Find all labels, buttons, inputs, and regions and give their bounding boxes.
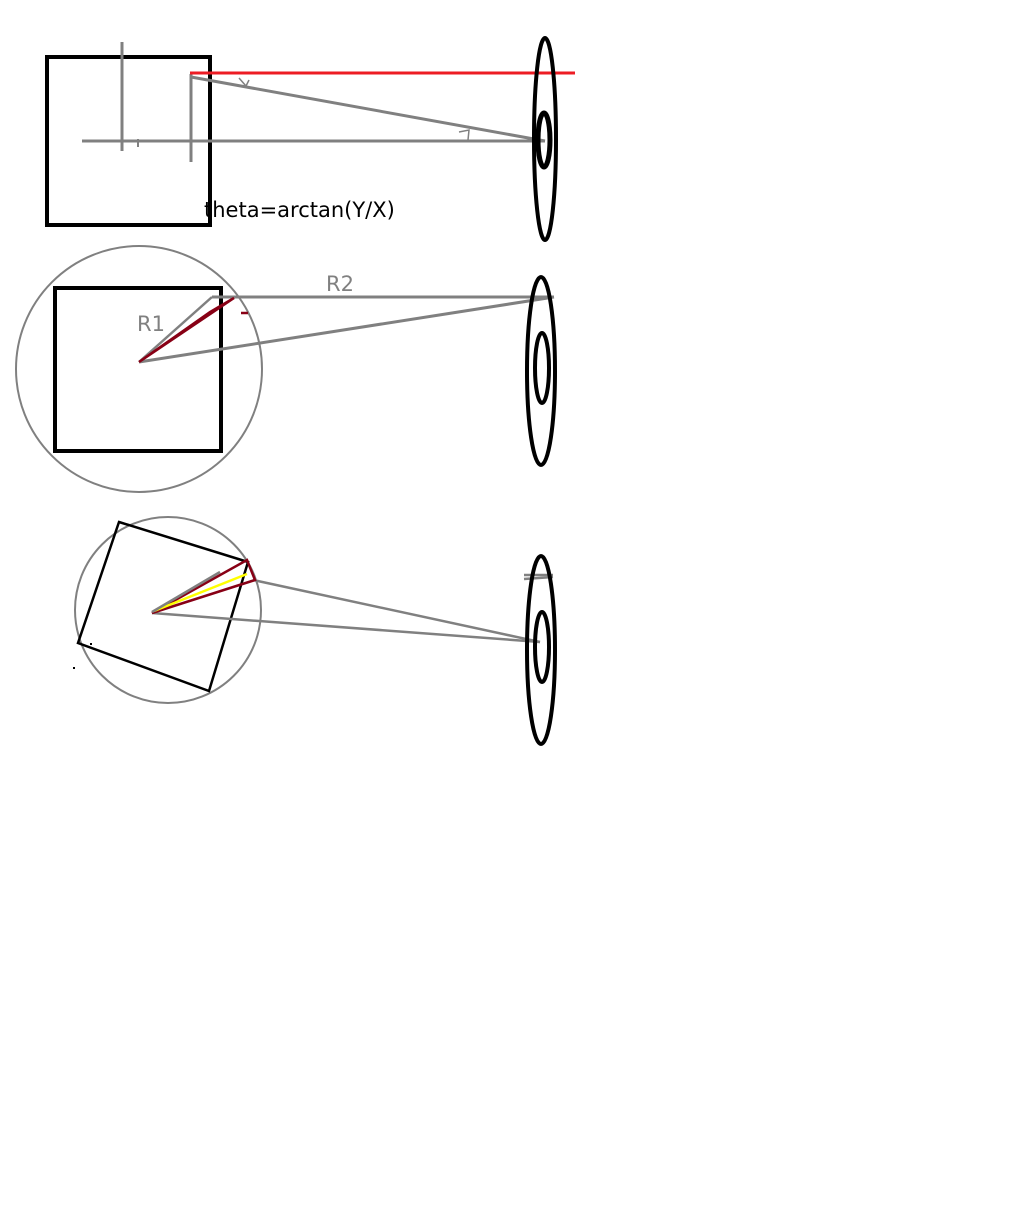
sight-line-1	[190, 75, 546, 143]
panel-2: R1 R2	[15, 245, 557, 493]
dot-mark-3b	[90, 643, 92, 645]
panel-3	[73, 516, 557, 746]
bounding-circle-2	[15, 245, 263, 493]
panel-1: theta=arctan(Y/X)	[45, 36, 575, 242]
rotated-square-3	[76, 520, 250, 693]
target-inner-ring-2	[533, 331, 551, 405]
angle-mark-1b	[458, 129, 470, 141]
sight-line-3-lower	[151, 611, 541, 644]
label-r2: R2	[326, 272, 354, 296]
bounding-circle-3	[74, 516, 262, 704]
sight-line-2	[138, 295, 555, 364]
label-r1: R1	[137, 312, 165, 336]
sight-line-3-upper	[252, 578, 541, 644]
formula-text: theta=arctan(Y/X)	[204, 198, 395, 222]
square-2	[53, 286, 223, 453]
target-inner-ring-1	[535, 110, 553, 170]
angle-triangle-2	[138, 296, 235, 364]
target-outer-ring-3	[525, 554, 557, 746]
radius-line-r1	[138, 296, 213, 363]
radius-line-3	[151, 570, 221, 614]
highlight-line-3	[153, 572, 248, 613]
angle-mark-1a	[238, 77, 250, 88]
target-outer-ring-2	[525, 275, 557, 467]
dot-mark-3a	[73, 667, 75, 669]
target-inner-ring-3	[533, 610, 551, 684]
target-outer-ring-1	[532, 36, 558, 242]
angle-triangle-3	[151, 558, 257, 615]
